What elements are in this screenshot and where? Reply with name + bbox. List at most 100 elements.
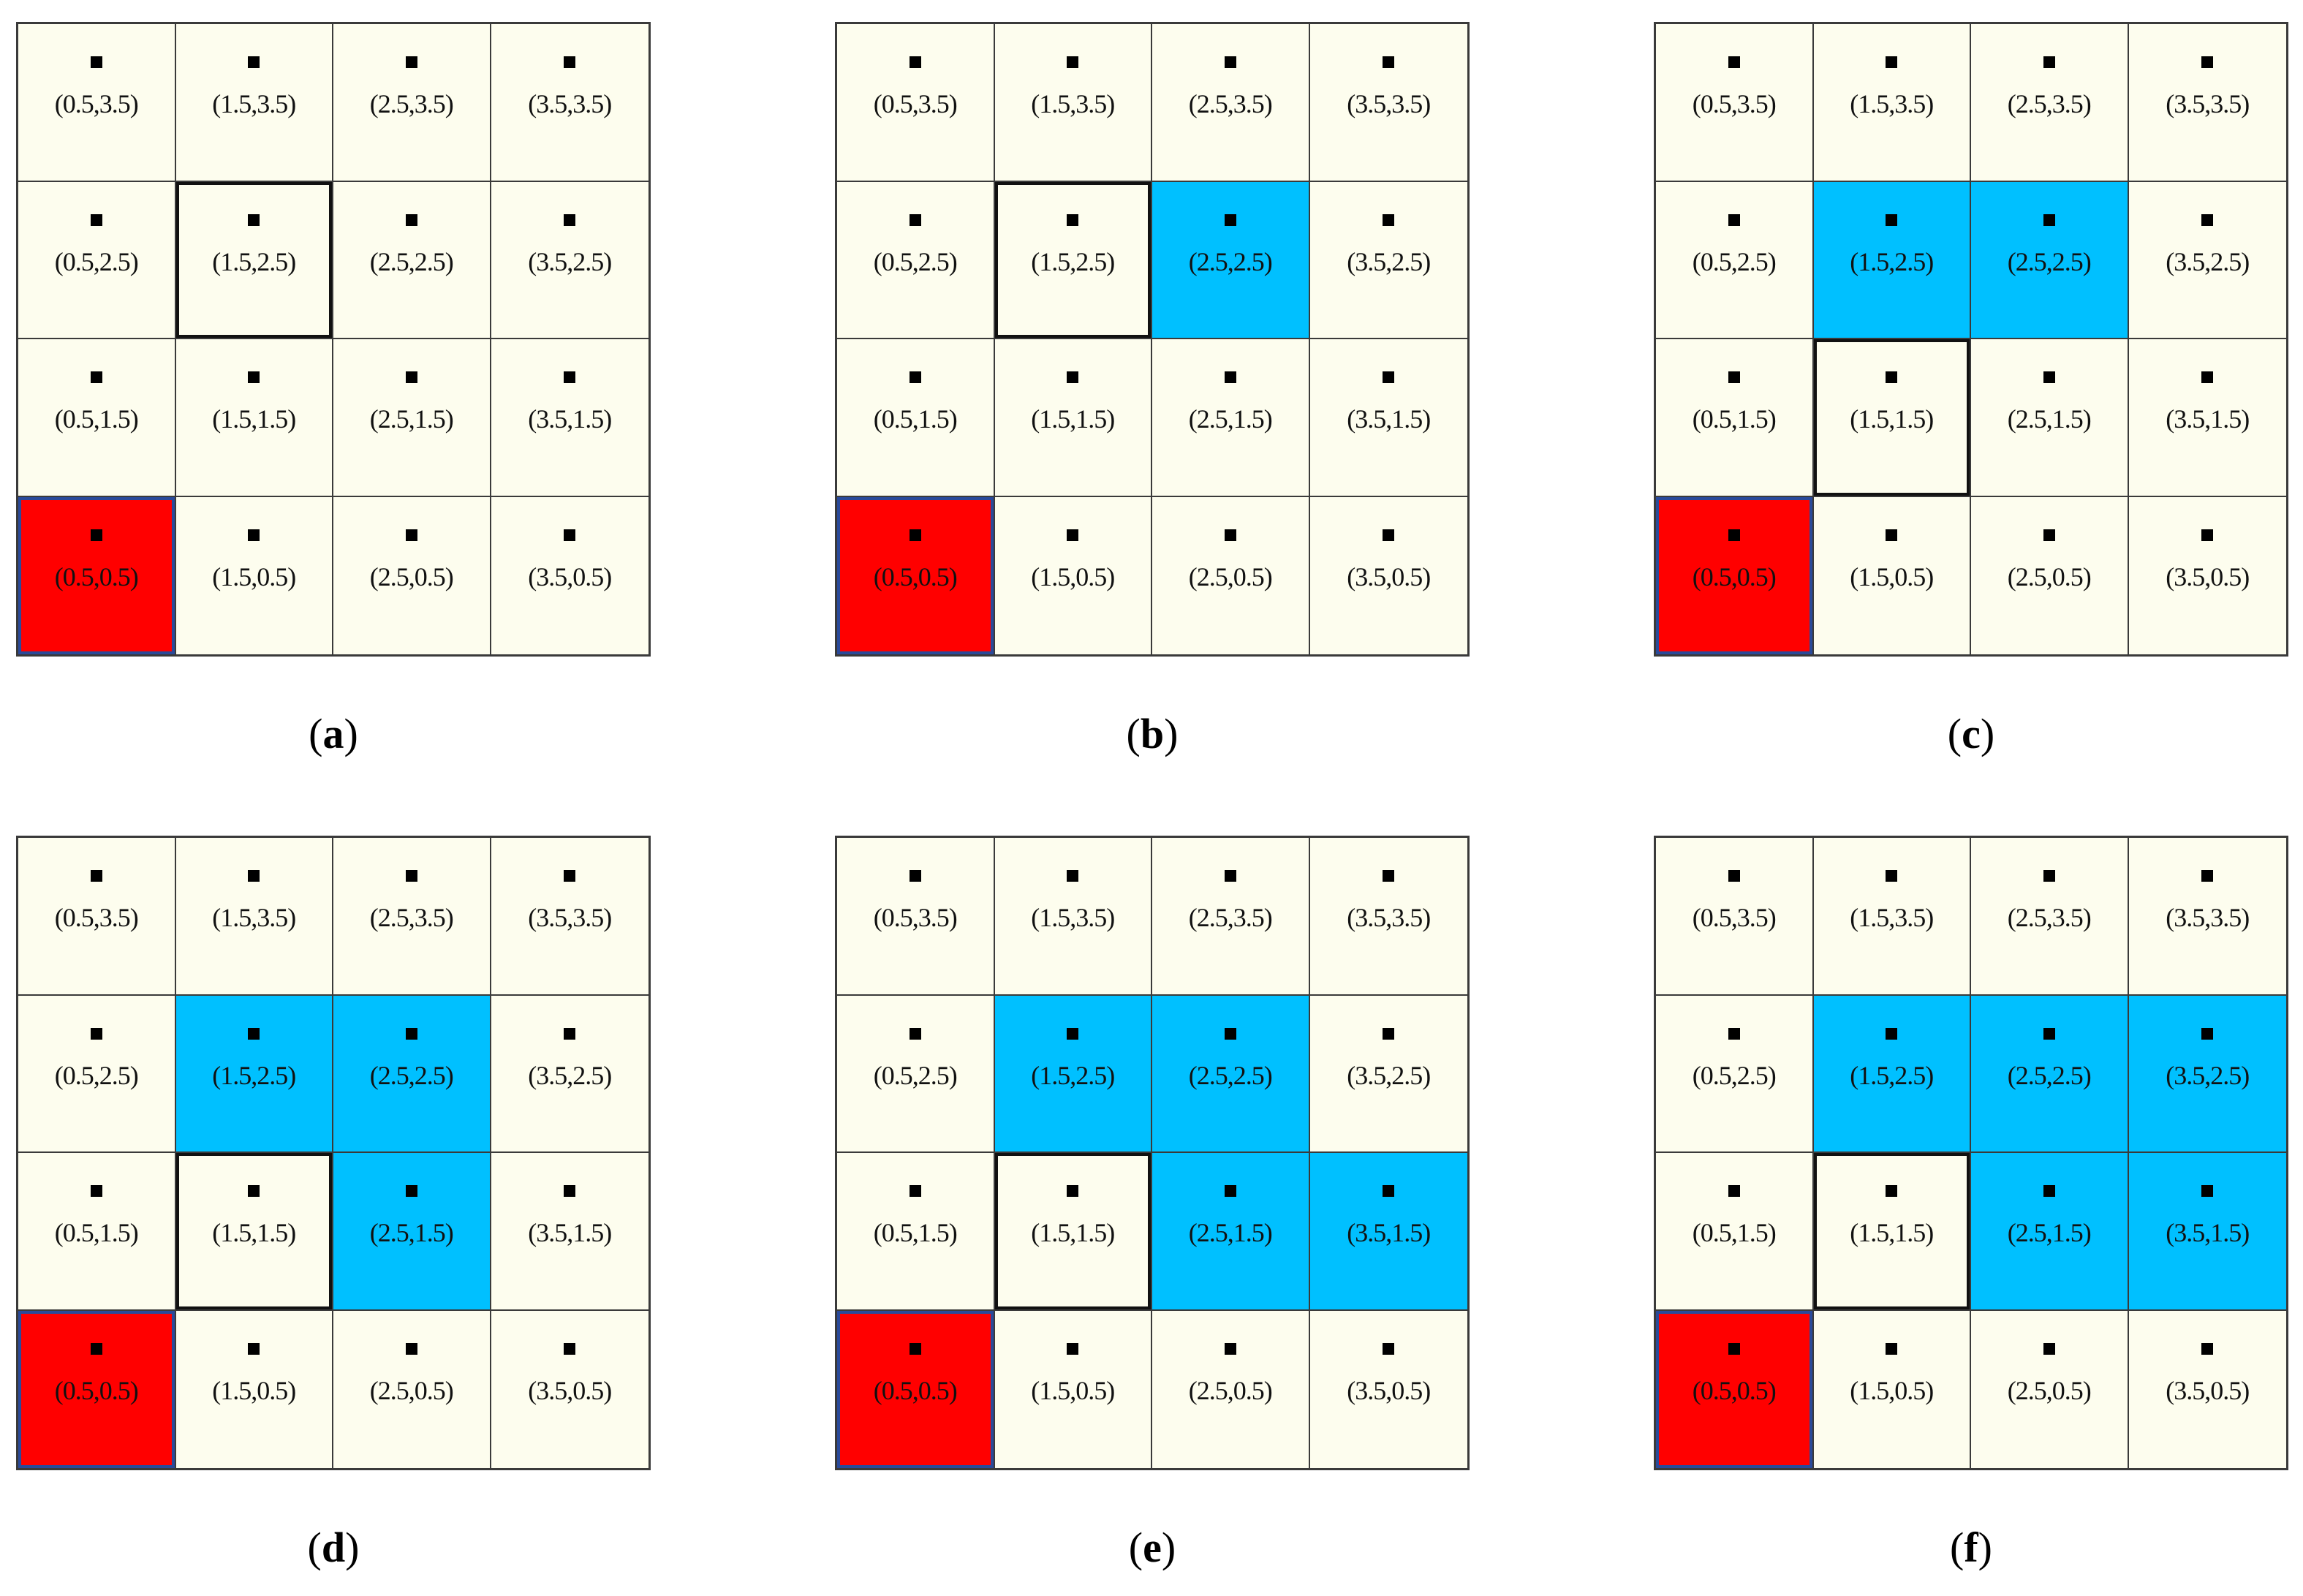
cell-coordinate-label: (3.5,3.5): [2166, 89, 2250, 118]
grid-cell-3_5-0_5-empty: (3.5,0.5): [2128, 1310, 2286, 1468]
grid-cell-0_5-3_5-empty: (0.5,3.5): [1656, 838, 1814, 996]
cell-center-marker: [1224, 371, 1236, 383]
cell-coordinate-label: (0.5,1.5): [873, 1218, 958, 1247]
cell-coordinate-label: (0.5,3.5): [1692, 903, 1777, 932]
cell-coordinate-label: (2.5,0.5): [369, 561, 454, 591]
grid-cell-0_5-2_5-empty: (0.5,2.5): [1656, 181, 1814, 339]
grid-cell-0_5-0_5-start: (0.5,0.5): [1656, 1310, 1814, 1468]
cell-center-marker: [1728, 870, 1740, 882]
cell-center-marker: [1886, 56, 1898, 68]
cell-center-marker: [1224, 870, 1236, 882]
cell-center-marker: [1383, 529, 1395, 541]
cell-coordinate-label: (0.5,2.5): [1692, 1060, 1777, 1090]
cell-center-marker: [1067, 529, 1079, 541]
cell-coordinate-label: (1.5,3.5): [1850, 903, 1934, 932]
cell-center-marker: [90, 1185, 102, 1197]
cell-coordinate-label: (2.5,3.5): [1188, 89, 1273, 118]
cell-center-marker: [1383, 870, 1395, 882]
cell-center-marker: [564, 529, 576, 541]
cell-coordinate-label: (0.5,2.5): [54, 246, 139, 276]
cell-center-marker: [1383, 56, 1395, 68]
cell-coordinate-label: (1.5,3.5): [1031, 903, 1115, 932]
grid-cell-3_5-3_5-empty: (3.5,3.5): [491, 838, 648, 996]
cell-coordinate-label: (2.5,1.5): [1188, 1218, 1273, 1247]
grid-cell-0_5-2_5-empty: (0.5,2.5): [837, 181, 995, 339]
cell-coordinate-label: (0.5,0.5): [1692, 1375, 1777, 1405]
cell-coordinate-label: (1.5,1.5): [1031, 404, 1115, 434]
grid-cell-1_5-1_5-current: (1.5,1.5): [994, 1153, 1152, 1311]
grid-cell-0_5-1_5-empty: (0.5,1.5): [837, 339, 995, 497]
grid-cell-2_5-2_5-visited: (2.5,2.5): [1971, 995, 2129, 1153]
cell-coordinate-label: (2.5,2.5): [2007, 246, 2092, 276]
grid-cell-2_5-0_5-empty: (2.5,0.5): [1152, 496, 1310, 654]
cell-center-marker: [2201, 1342, 2214, 1355]
grid-cell-1_5-3_5-empty: (1.5,3.5): [175, 24, 333, 182]
grid-cell-3_5-0_5-empty: (3.5,0.5): [2128, 496, 2286, 654]
grid-cell-0_5-3_5-empty: (0.5,3.5): [837, 838, 995, 996]
grid-cell-2_5-1_5-empty: (2.5,1.5): [1152, 339, 1310, 497]
cell-center-marker: [2043, 1185, 2055, 1197]
grid-cell-2_5-2_5-visited: (2.5,2.5): [333, 995, 491, 1153]
grid-cell-2_5-0_5-empty: (2.5,0.5): [1971, 496, 2129, 654]
grid-cell-1_5-1_5-current: (1.5,1.5): [175, 1153, 333, 1311]
cell-center-marker: [248, 1342, 260, 1355]
grid-cell-0_5-0_5-start: (0.5,0.5): [837, 496, 995, 654]
grid-cell-2_5-0_5-empty: (2.5,0.5): [333, 1310, 491, 1468]
cell-center-marker: [1067, 56, 1079, 68]
cell-coordinate-label: (1.5,1.5): [212, 404, 296, 434]
cell-coordinate-label: (1.5,3.5): [212, 89, 296, 118]
cell-center-marker: [1383, 371, 1395, 383]
grid-cell-2_5-1_5-visited: (2.5,1.5): [333, 1153, 491, 1311]
grid: (0.5,3.5)(1.5,3.5)(2.5,3.5)(3.5,3.5)(0.5…: [1654, 22, 2288, 657]
cell-coordinate-label: (3.5,3.5): [1347, 89, 1431, 118]
grid-cell-1_5-1_5-current: (1.5,1.5): [1813, 339, 1971, 497]
cell-coordinate-label: (3.5,0.5): [2166, 561, 2250, 591]
grid-cell-1_5-2_5-visited: (1.5,2.5): [1813, 181, 1971, 339]
cell-center-marker: [909, 1342, 921, 1355]
grid-cell-1_5-3_5-empty: (1.5,3.5): [994, 24, 1152, 182]
grid-cell-3_5-2_5-empty: (3.5,2.5): [491, 995, 648, 1153]
cell-center-marker: [90, 529, 102, 541]
cell-coordinate-label: (0.5,1.5): [54, 404, 139, 434]
cell-coordinate-label: (1.5,0.5): [1850, 561, 1934, 591]
grid-cell-2_5-3_5-empty: (2.5,3.5): [333, 838, 491, 996]
cell-center-marker: [2201, 1027, 2214, 1040]
grid-cell-3_5-1_5-empty: (3.5,1.5): [1309, 339, 1467, 497]
grid-cell-1_5-2_5-visited: (1.5,2.5): [175, 995, 333, 1153]
cell-center-marker: [1886, 1342, 1898, 1355]
cell-center-marker: [2043, 529, 2055, 541]
cell-center-marker: [405, 371, 417, 383]
grid-cell-2_5-2_5-visited: (2.5,2.5): [1152, 995, 1310, 1153]
cell-coordinate-label: (0.5,0.5): [54, 1375, 139, 1405]
panel-caption: (a): [309, 710, 358, 757]
cell-center-marker: [248, 1185, 260, 1197]
cell-coordinate-label: (3.5,3.5): [1347, 903, 1431, 932]
grid-cell-0_5-1_5-empty: (0.5,1.5): [1656, 1153, 1814, 1311]
cell-center-marker: [564, 1027, 576, 1040]
cell-center-marker: [2201, 1185, 2214, 1197]
cell-center-marker: [405, 1342, 417, 1355]
grid-cell-2_5-1_5-visited: (2.5,1.5): [1971, 1153, 2129, 1311]
grid-cell-3_5-1_5-empty: (3.5,1.5): [2128, 339, 2286, 497]
cell-coordinate-label: (2.5,2.5): [2007, 1060, 2092, 1090]
grid: (0.5,3.5)(1.5,3.5)(2.5,3.5)(3.5,3.5)(0.5…: [16, 836, 651, 1470]
cell-coordinate-label: (1.5,2.5): [212, 246, 296, 276]
cell-center-marker: [1728, 1185, 1740, 1197]
grid-cell-2_5-1_5-empty: (2.5,1.5): [333, 339, 491, 497]
grid-cell-0_5-0_5-start: (0.5,0.5): [837, 1310, 995, 1468]
cell-coordinate-label: (1.5,3.5): [1031, 89, 1115, 118]
grid-cell-1_5-2_5-visited: (1.5,2.5): [994, 995, 1152, 1153]
cell-center-marker: [248, 529, 260, 541]
grid-cell-1_5-1_5-empty: (1.5,1.5): [994, 339, 1152, 497]
grid-cell-0_5-1_5-empty: (0.5,1.5): [18, 339, 176, 497]
cell-coordinate-label: (3.5,3.5): [528, 903, 612, 932]
grid-cell-0_5-2_5-empty: (0.5,2.5): [1656, 995, 1814, 1153]
cell-center-marker: [564, 371, 576, 383]
cell-center-marker: [1886, 371, 1898, 383]
cell-coordinate-label: (2.5,0.5): [369, 1375, 454, 1405]
cell-center-marker: [1728, 1027, 1740, 1040]
cell-coordinate-label: (1.5,2.5): [1031, 1060, 1115, 1090]
cell-center-marker: [1886, 870, 1898, 882]
cell-center-marker: [2043, 1027, 2055, 1040]
panel-f: (0.5,3.5)(1.5,3.5)(2.5,3.5)(3.5,3.5)(0.5…: [1654, 836, 2294, 1596]
